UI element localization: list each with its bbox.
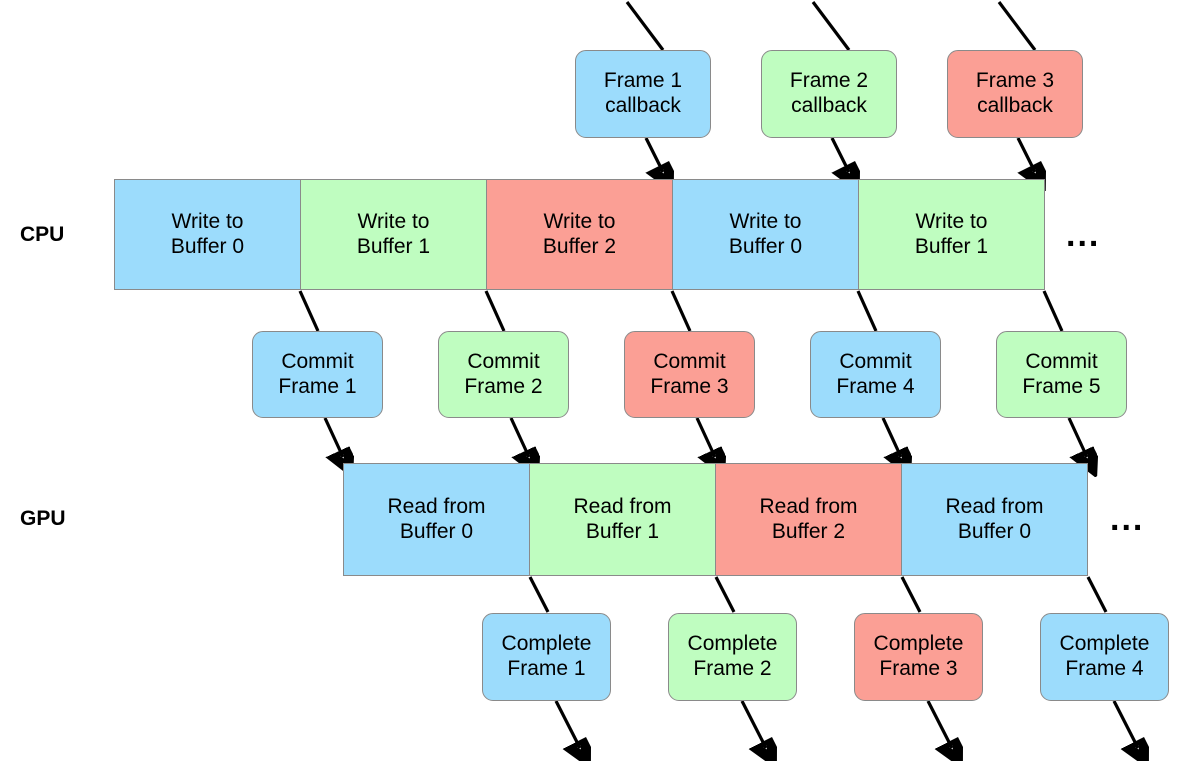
complete-box-frame-3-line2: Frame 3 [879, 657, 958, 680]
gpu-segment-3-line2: Buffer 2 [771, 519, 846, 543]
commit-box-frame-3-line2: Frame 3 [650, 374, 729, 398]
commit-5-to-gpu-arrow [1069, 417, 1087, 457]
cpu-segment-3[interactable]: Write to Buffer 2 [486, 179, 673, 290]
commit-box-frame-5-line2: Frame 5 [1022, 374, 1101, 398]
cpu-2-to-commit-2-line [484, 290, 506, 332]
complete-box-frame-3[interactable]: Complete Frame 3 [854, 613, 983, 701]
cpu-3-to-commit-3-line [670, 290, 692, 332]
gpu-segment-1[interactable]: Read from Buffer 0 [343, 463, 530, 576]
commit-box-frame-4-line2: Frame 4 [836, 374, 915, 398]
gpu-segment-2-line2: Buffer 1 [585, 519, 660, 543]
commit-2-to-gpu-arrow [511, 417, 529, 457]
commit-box-frame-3-line1: Commit [653, 349, 726, 373]
callback-2-to-cpu-arrow [832, 137, 849, 172]
callback-box-frame-1[interactable]: Frame 1 callback [575, 50, 711, 138]
gpu-segment-3-line1: Read from [759, 494, 858, 518]
complete-box-frame-1-line2: Frame 1 [507, 657, 586, 680]
commit-box-frame-5[interactable]: Commit Frame 5 [996, 331, 1127, 418]
commit-box-frame-3[interactable]: Commit Frame 3 [624, 331, 755, 418]
cpu-segment-5-line2: Buffer 1 [914, 234, 989, 258]
commit-box-frame-4[interactable]: Commit Frame 4 [810, 331, 941, 418]
gpu-segment-2[interactable]: Read from Buffer 1 [529, 463, 716, 576]
complete-4-outgoing-arrow [1112, 700, 1138, 748]
cpu-segment-5-line1: Write to [915, 209, 988, 233]
cpu-segment-1[interactable]: Write to Buffer 0 [114, 179, 301, 290]
callback-box-frame-3-line2: callback [977, 94, 1053, 117]
cpu-4-to-commit-4-line [856, 290, 878, 332]
cpu-segment-5[interactable]: Write to Buffer 1 [858, 179, 1045, 290]
cpu-segment-2[interactable]: Write to Buffer 1 [300, 179, 487, 290]
gpu-segment-4-line1: Read from [945, 494, 1044, 518]
complete-box-frame-2-line1: Complete [687, 632, 778, 656]
callback-3-to-cpu-arrow [1018, 137, 1035, 172]
gpu-segment-1-line1: Read from [387, 494, 486, 518]
callback-box-frame-2-line2: callback [791, 94, 867, 117]
cpu-segment-3-line2: Buffer 2 [542, 234, 617, 258]
gpu-segment-2-line1: Read from [573, 494, 672, 518]
callback-3-incoming-line [997, 1, 1037, 51]
complete-box-frame-4-line2: Frame 4 [1065, 657, 1144, 680]
gpu-3-to-complete-3-line [900, 576, 922, 613]
complete-3-outgoing-arrow [926, 700, 952, 748]
complete-1-outgoing-arrow [554, 700, 580, 748]
commit-box-frame-1-line2: Frame 1 [278, 374, 357, 398]
callback-box-frame-3[interactable]: Frame 3 callback [947, 50, 1083, 138]
commit-box-frame-2-line1: Commit [467, 349, 540, 373]
cpu-segment-4[interactable]: Write to Buffer 0 [672, 179, 859, 290]
callback-box-frame-1-line2: callback [605, 94, 681, 117]
cpu-1-to-commit-1-line [298, 290, 320, 332]
cpu-segment-2-line1: Write to [357, 209, 430, 233]
commit-box-frame-5-line1: Commit [1025, 349, 1098, 373]
complete-box-frame-2-line2: Frame 2 [693, 657, 772, 680]
commit-4-to-gpu-arrow [883, 417, 901, 457]
cpu-row-label: CPU [20, 223, 65, 246]
callback-1-to-cpu-arrow [646, 137, 663, 172]
gpu-row-label: GPU [20, 507, 66, 530]
callback-box-frame-2[interactable]: Frame 2 callback [761, 50, 897, 138]
commit-1-to-gpu-arrow [325, 417, 343, 457]
cpu-row-ellipsis: ... [1066, 216, 1101, 254]
cpu-segment-2-line2: Buffer 1 [356, 234, 431, 258]
cpu-segment-4-line2: Buffer 0 [728, 234, 803, 258]
cpu-segment-3-line1: Write to [543, 209, 616, 233]
complete-box-frame-4-line1: Complete [1059, 632, 1150, 656]
gpu-segment-3[interactable]: Read from Buffer 2 [715, 463, 902, 576]
cpu-5-to-commit-5-line [1042, 290, 1064, 332]
callback-box-frame-1-line1: Frame 1 [603, 69, 683, 93]
complete-box-frame-4[interactable]: Complete Frame 4 [1040, 613, 1169, 701]
complete-box-frame-2[interactable]: Complete Frame 2 [668, 613, 797, 701]
commit-3-to-gpu-arrow [697, 417, 715, 457]
commit-box-frame-1-line1: Commit [281, 349, 354, 373]
gpu-segment-4[interactable]: Read from Buffer 0 [901, 463, 1088, 576]
complete-2-outgoing-arrow [740, 700, 766, 748]
commit-box-frame-4-line1: Commit [839, 349, 912, 373]
gpu-4-to-complete-4-line [1086, 576, 1108, 613]
complete-box-frame-1-line1: Complete [501, 632, 592, 656]
gpu-segment-4-line2: Buffer 0 [957, 519, 1032, 543]
complete-box-frame-3-line1: Complete [873, 632, 964, 656]
commit-box-frame-2-line2: Frame 2 [464, 374, 543, 398]
callback-box-frame-3-line1: Frame 3 [975, 69, 1055, 93]
callback-box-frame-2-line1: Frame 2 [789, 69, 869, 93]
cpu-segment-1-line2: Buffer 0 [170, 234, 245, 258]
commit-box-frame-1[interactable]: Commit Frame 1 [252, 331, 383, 418]
gpu-2-to-complete-2-line [714, 576, 736, 613]
gpu-1-to-complete-1-line [528, 576, 550, 613]
cpu-segment-1-line1: Write to [171, 209, 244, 233]
callback-2-incoming-line [811, 1, 851, 51]
complete-box-frame-1[interactable]: Complete Frame 1 [482, 613, 611, 701]
commit-box-frame-2[interactable]: Commit Frame 2 [438, 331, 569, 418]
gpu-segment-1-line2: Buffer 0 [399, 519, 474, 543]
gpu-row-ellipsis: ... [1110, 500, 1145, 538]
cpu-segment-4-line1: Write to [729, 209, 802, 233]
callback-1-incoming-line [625, 1, 665, 51]
